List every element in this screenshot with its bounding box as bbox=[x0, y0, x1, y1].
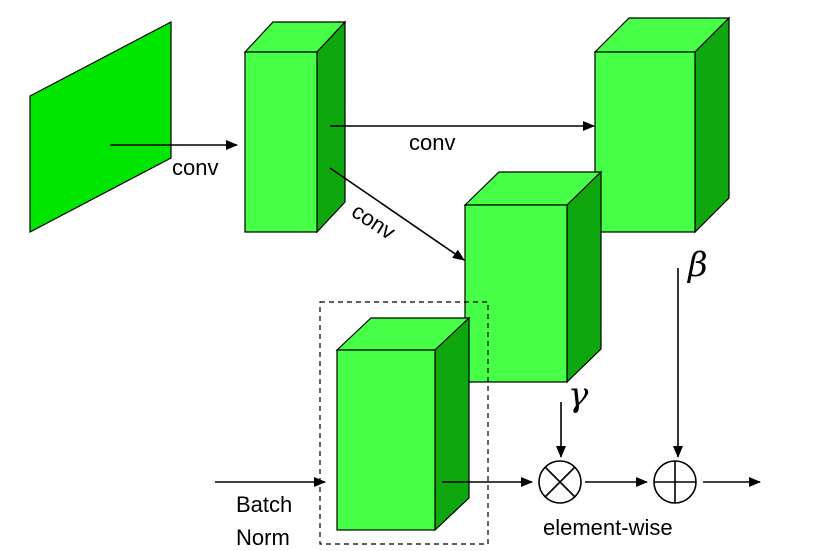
beta-block bbox=[593, 16, 731, 234]
batchnorm-dashed-box bbox=[319, 301, 489, 545]
label-norm: Norm bbox=[236, 525, 290, 550]
label-batch: Batch bbox=[236, 492, 292, 517]
feature-block-1 bbox=[243, 20, 347, 234]
gamma-block bbox=[463, 170, 603, 384]
label-beta: β bbox=[686, 245, 708, 285]
arrow-block1-to-gamma bbox=[329, 167, 465, 261]
label-conv-input: conv bbox=[172, 155, 218, 180]
input-map-sheet bbox=[29, 21, 172, 233]
label-gamma: γ bbox=[568, 375, 589, 415]
add-operator bbox=[653, 460, 697, 504]
label-conv-beta: conv bbox=[409, 130, 455, 155]
label-conv-gamma: conv bbox=[347, 198, 400, 244]
batchnorm-block bbox=[335, 316, 471, 532]
multiply-operator bbox=[538, 460, 582, 504]
label-elementwise: element-wise bbox=[543, 515, 673, 540]
